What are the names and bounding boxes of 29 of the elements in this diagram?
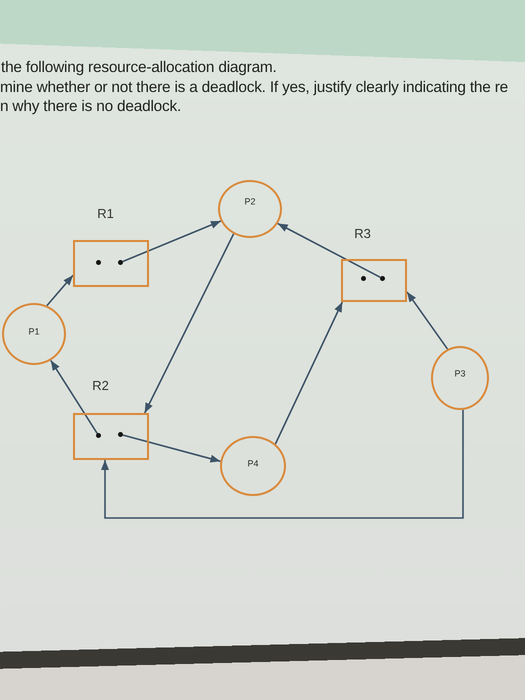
process-circle <box>2 303 66 365</box>
arrow <box>50 360 98 434</box>
instruction-text: mine whether or not there is a deadlock. If yes, justify clearly indicating the re <box>0 79 508 97</box>
process-circle <box>431 346 489 410</box>
arrow <box>122 434 221 463</box>
arrow <box>274 302 344 444</box>
arrow <box>101 410 464 519</box>
arrow <box>144 234 234 414</box>
instruction-text: the following resource-allocation diagram. <box>1 59 277 77</box>
node-label: P1 <box>28 326 40 337</box>
instance-dot <box>96 433 101 438</box>
node-label: P4 <box>248 458 258 469</box>
arrow <box>122 220 222 262</box>
node-label: R3 <box>354 226 371 241</box>
instance-dot <box>96 260 101 265</box>
node-label: P2 <box>244 196 256 208</box>
instance-dot <box>380 276 385 281</box>
instance-dot <box>361 276 366 281</box>
instance-dot <box>118 260 123 265</box>
instance-dot <box>118 432 123 437</box>
process-circle <box>220 436 286 496</box>
node-label: P3 <box>454 368 466 380</box>
instruction-text: n why there is no deadlock. <box>0 98 182 116</box>
node-label: R2 <box>92 378 109 393</box>
arrow <box>277 222 381 278</box>
arrow <box>406 291 448 350</box>
node-label: R1 <box>97 206 114 221</box>
arrow <box>46 274 74 306</box>
process-circle <box>218 180 282 238</box>
